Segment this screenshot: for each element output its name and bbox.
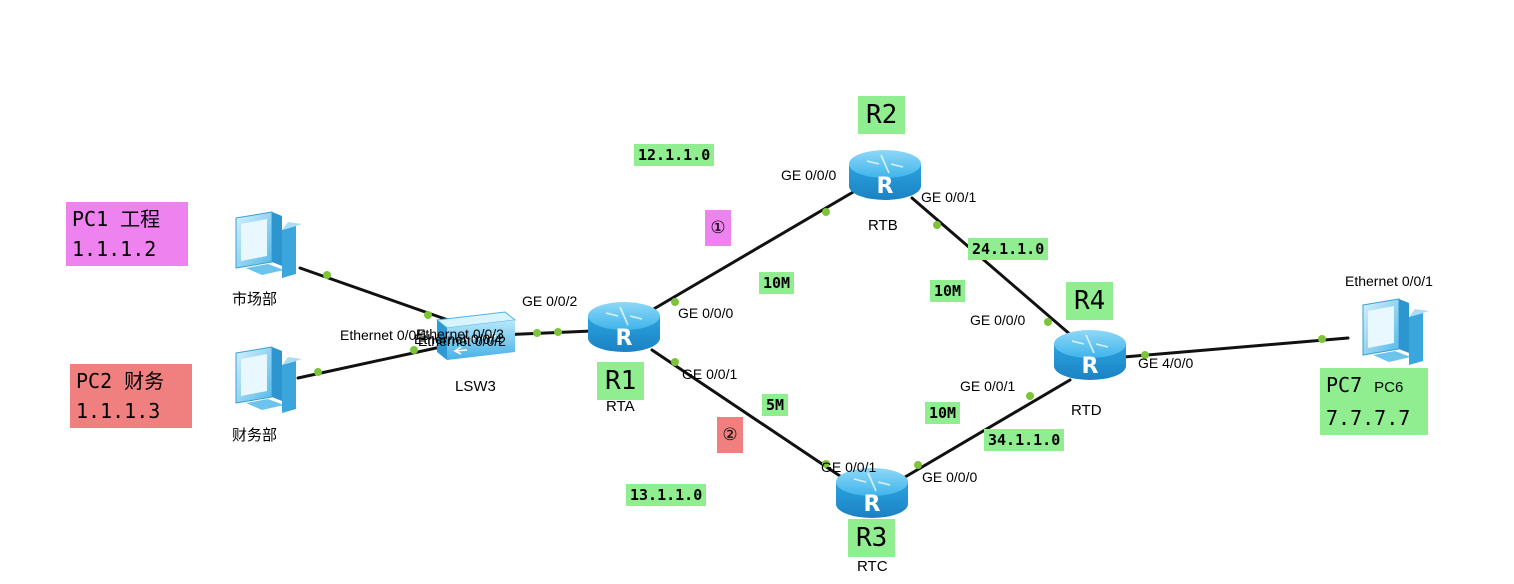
rtd-label: RTD (1071, 402, 1102, 419)
lsw3-port-label: Ethernet 0/0/4 (414, 331, 502, 347)
port-dot (914, 461, 922, 469)
rta-port-ge001: GE 0/0/1 (682, 366, 738, 382)
rta-port-ge002: GE 0/0/2 (522, 293, 578, 309)
lsw3-port-label: Ethernet 0/0/2 (418, 333, 506, 349)
pc1-ip: 1.1.1.2 (72, 237, 157, 261)
pc-icon (235, 211, 303, 279)
port-dot (554, 328, 562, 336)
rtc-label: RTC (857, 558, 888, 575)
link-rtd-pc6 (1122, 336, 1350, 359)
network-label-34: 34.1.1.0 (984, 429, 1065, 451)
path-marker-2: ② (717, 417, 743, 453)
rta-label: RTA (606, 398, 635, 415)
network-label-13: 13.1.1.0 (626, 484, 707, 506)
router-icon (587, 301, 661, 353)
link-pc2-lsw3 (296, 343, 452, 380)
port-dot (1026, 392, 1034, 400)
pc-icon (1362, 298, 1430, 366)
r2-tag: R2 (858, 96, 906, 134)
lsw3-port-label: Ethernet 0/0/3 (416, 326, 504, 342)
rtc-port-ge001: GE 0/0/1 (821, 459, 877, 475)
pc2-ip: 1.1.1.3 (76, 399, 161, 423)
pc7-tag: PC7 (1326, 373, 1363, 397)
r1-tag: R1 (597, 362, 645, 400)
path-marker-1: ① (705, 210, 731, 246)
rta-port-ge000: GE 0/0/0 (678, 305, 734, 321)
port-dot (314, 368, 322, 376)
bandwidth-r1-r3: 5M (762, 394, 789, 416)
rtc-port-ge000: GE 0/0/0 (922, 469, 978, 485)
pc6-label: PC6 (1374, 379, 1404, 396)
bandwidth-r1-r2: 10M (759, 272, 795, 294)
rtb-port-ge001: GE 0/0/1 (921, 189, 977, 205)
rtb-port-ge000: GE 0/0/0 (781, 167, 837, 183)
rtd-port-ge001: GE 0/0/1 (960, 378, 1016, 394)
link-rta-rtc (650, 348, 842, 478)
pc7-ip: 7.7.7.7 (1326, 406, 1411, 430)
port-dot (933, 221, 941, 229)
port-dot (424, 311, 432, 319)
link-rtb-rtd (910, 196, 1074, 338)
pc2-label: 财务部 (232, 427, 278, 444)
pc-icon (235, 346, 303, 414)
port-dot (533, 329, 541, 337)
pc6-port-label: Ethernet 0/0/1 (1345, 273, 1433, 289)
port-dot (323, 271, 331, 279)
bandwidth-r2-r4: 10M (930, 280, 966, 302)
port-dot (671, 298, 679, 306)
port-dot (1141, 351, 1149, 359)
lsw3-label: LSW3 (455, 378, 496, 395)
pc2-annotation: PC2 财务 1.1.1.3 (70, 364, 192, 428)
pc7-title: PC7 PC6 (1326, 370, 1422, 403)
port-dot (822, 460, 830, 468)
pc7-annotation: PC7 PC6 7.7.7.7 (1320, 368, 1428, 435)
link-rta-rtb (650, 186, 862, 312)
pc2-title: PC2 财务 (76, 369, 165, 393)
pc1-label: 市场部 (232, 291, 278, 308)
rtd-port-ge400: GE 4/0/0 (1138, 355, 1194, 371)
port-dot (410, 346, 418, 354)
network-label-12: 12.1.1.0 (634, 144, 715, 166)
r4-tag: R4 (1066, 282, 1114, 320)
rtd-port-ge000: GE 0/0/0 (970, 312, 1026, 328)
port-dot (671, 358, 679, 366)
port-dot (822, 208, 830, 216)
router-icon (835, 467, 909, 519)
router-icon (848, 149, 922, 201)
rtb-label: RTB (868, 217, 898, 234)
port-dot (1044, 318, 1052, 326)
pc1-annotation: PC1 工程 1.1.1.2 (66, 202, 188, 266)
network-label-24: 24.1.1.0 (968, 238, 1049, 260)
bandwidth-r3-r4: 10M (925, 402, 961, 424)
port-dot (1318, 335, 1326, 343)
lsw3-port-label: Ethernet 0/0/1 (340, 327, 428, 343)
r3-tag: R3 (848, 519, 896, 557)
pc1-title: PC1 工程 (72, 207, 161, 231)
router-icon (1053, 329, 1127, 381)
